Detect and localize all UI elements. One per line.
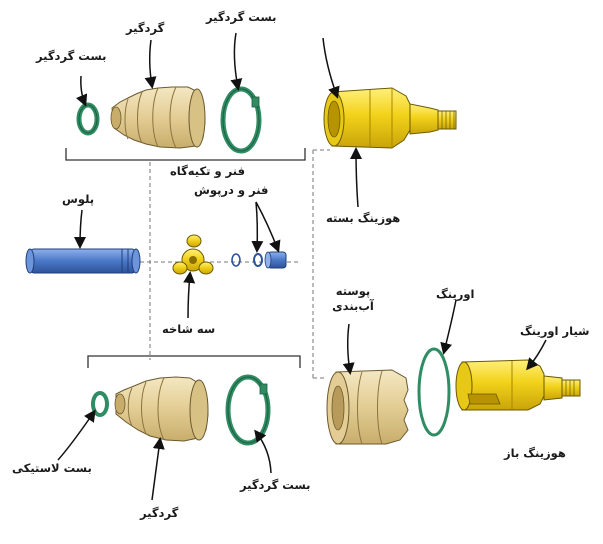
seal-cover-part	[326, 369, 409, 445]
label-seal-cover: پوسته آب‌بندی	[327, 284, 379, 314]
label-closed-housing: هوزینگ بسته	[326, 211, 401, 225]
top-boot	[110, 86, 206, 149]
top-small-clamp	[76, 102, 100, 136]
top-bracket	[65, 148, 306, 161]
leader-arrows	[57, 32, 547, 501]
bottom-bracket	[87, 355, 301, 368]
label-boot-clamp-top-left: بست گردگیر	[36, 49, 107, 63]
label-o-ring-groove: شیار اورینگ	[520, 324, 590, 338]
label-rubber-clamp: بست لاستیکی	[12, 461, 92, 475]
label-boot-bottom: گردگیر	[140, 506, 179, 520]
label-spring-and-cap: فنر و درپوش	[194, 183, 269, 197]
label-shaft: پلوس	[62, 192, 95, 206]
bottom-rubber-clamp	[91, 391, 109, 417]
label-spring-and-seat: فنر و تکیه‌گاه	[170, 164, 246, 178]
bottom-boot	[114, 376, 209, 442]
label-boot-clamp-top-right: بست گردگیر	[206, 10, 277, 24]
tripod-part	[172, 234, 214, 275]
open-housing-part	[455, 359, 581, 411]
label-seal-cover-line1: پوسته	[335, 284, 371, 298]
bottom-large-clamp	[225, 374, 271, 446]
closed-housing-part	[323, 87, 457, 149]
label-o-ring: اورینگ	[436, 287, 475, 301]
o-ring-part	[417, 347, 451, 437]
top-large-clamp	[220, 86, 262, 154]
label-tripod: سه شاخه	[162, 322, 216, 336]
label-seal-cover-line2: آب‌بندی	[332, 298, 374, 313]
label-open-housing: هوزینگ باز	[504, 446, 566, 460]
label-boot-clamp-bottom: بست گردگیر	[240, 478, 311, 492]
shaft-part	[25, 248, 141, 274]
label-boot-top: گردگیر	[126, 21, 165, 35]
spring-and-cap-part	[231, 251, 287, 269]
